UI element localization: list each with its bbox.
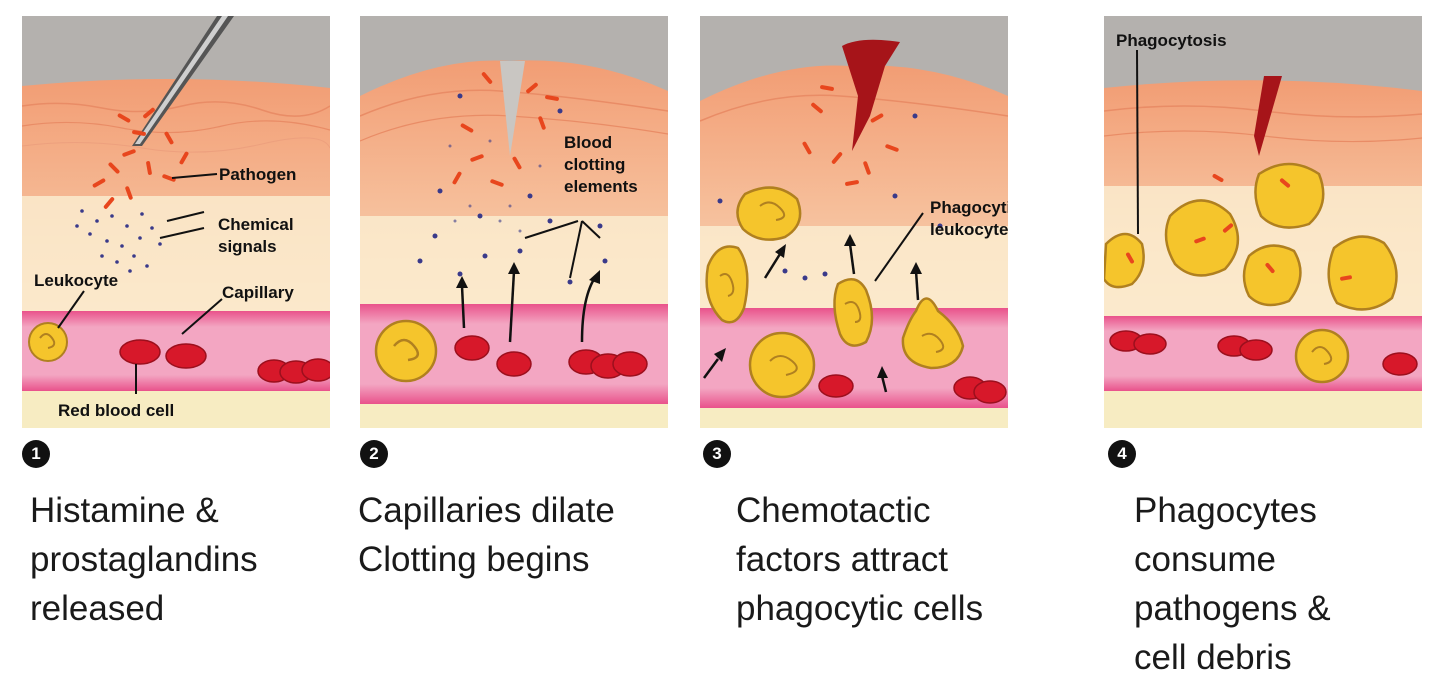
label-phagocytic-leukocyte-2: leukocyte xyxy=(930,220,1008,239)
caption-step-3: Chemotactic factors attract phagocytic c… xyxy=(736,486,1076,633)
label-leukocyte: Leukocyte xyxy=(34,271,118,290)
caption-line: cell debris xyxy=(1134,638,1292,677)
label-phagocytosis: Phagocytosis xyxy=(1116,31,1227,50)
red-blood-cells xyxy=(454,335,648,379)
caption-line: prostaglandins xyxy=(30,540,258,579)
caption-line: released xyxy=(30,589,165,628)
panel-1-illustration: Pathogen Chemical signals Leukocyte Capi… xyxy=(22,16,330,428)
caption-line: phagocytic cells xyxy=(736,589,984,628)
caption-step-4: Phagocytes consume pathogens & cell debr… xyxy=(1134,486,1434,682)
caption-step-1: Histamine & prostaglandins released xyxy=(30,486,370,633)
step-number-3: 3 xyxy=(703,440,731,468)
phagocytes-consuming xyxy=(1104,162,1398,311)
red-blood-cells xyxy=(119,339,330,384)
healing-wound xyxy=(1254,76,1282,156)
caption-line: Clotting begins xyxy=(358,540,590,579)
phagocytic-leukocytes xyxy=(705,186,965,399)
caption-line: Capillaries dilate xyxy=(358,491,615,530)
step-number-2: 2 xyxy=(360,440,388,468)
panel-3-illustration: Phagocytic leukocyte xyxy=(700,16,1008,428)
caption-line: Histamine & xyxy=(30,491,219,530)
label-pathogen: Pathogen xyxy=(219,165,296,184)
leukocyte-cell xyxy=(374,319,438,383)
label-chemical-signals-1: Chemical xyxy=(218,215,294,234)
caption-line: consume xyxy=(1134,540,1277,579)
caption-step-2: Capillaries dilate Clotting begins xyxy=(358,486,698,584)
label-phagocytic-leukocyte-1: Phagocytic xyxy=(930,198,1008,217)
label-blood-clotting-2: clotting xyxy=(564,155,625,174)
caption-line: Chemotactic xyxy=(736,491,931,530)
panel-2-illustration: Blood clotting elements xyxy=(360,16,668,428)
chemical-signal-dots xyxy=(75,209,162,273)
caption-line: pathogens & xyxy=(1134,589,1331,628)
label-chemical-signals-2: signals xyxy=(218,237,277,256)
label-blood-clotting-1: Blood xyxy=(564,133,612,152)
caption-line: factors attract xyxy=(736,540,949,579)
blood-clot xyxy=(842,39,900,151)
panel-4-illustration: Phagocytosis xyxy=(1104,16,1422,428)
caption-line: Phagocytes xyxy=(1134,491,1317,530)
step-number-4: 4 xyxy=(1108,440,1136,468)
label-blood-clotting-3: elements xyxy=(564,177,638,196)
step-number-1: 1 xyxy=(22,440,50,468)
leukocyte-cell xyxy=(1294,328,1350,384)
label-red-blood-cell: Red blood cell xyxy=(58,401,174,420)
label-capillary: Capillary xyxy=(222,283,294,302)
leukocyte-cell xyxy=(28,322,68,362)
wound-cut xyxy=(500,61,525,156)
pathogen-cluster xyxy=(92,107,189,209)
